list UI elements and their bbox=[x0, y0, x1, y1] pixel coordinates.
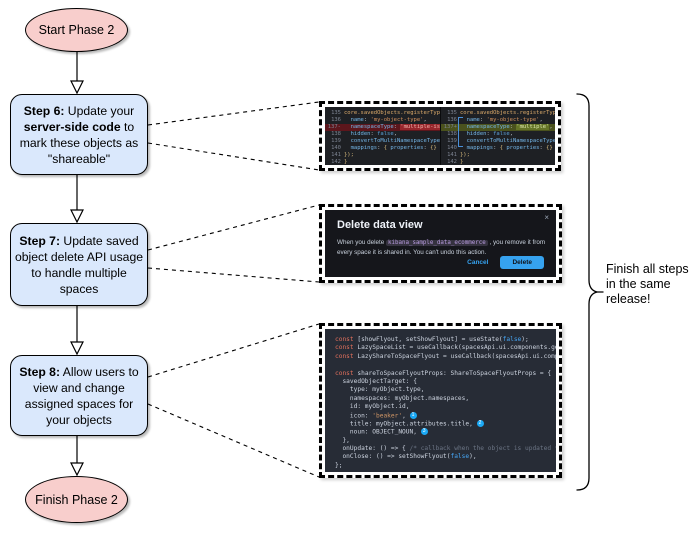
code-line: const LazySpaceList = useCallback(spaces… bbox=[335, 344, 556, 352]
start-node: Start Phase 2 bbox=[25, 8, 128, 52]
start-label: Start Phase 2 bbox=[38, 23, 115, 37]
modal-footer: Cancel Delete bbox=[467, 256, 544, 269]
diff-row: 141}); bbox=[331, 152, 354, 158]
screenshot-flyout-code: const [showFlyout, setShowFlyout] = useS… bbox=[319, 323, 562, 478]
code-line: type: myObject.type, bbox=[335, 386, 425, 394]
diff-row: 138 hidden: false, bbox=[447, 131, 513, 137]
step-6-label: Step 6: Update your server-side code to … bbox=[19, 103, 139, 166]
screenshot-delete-modal: Delete data view × When you delete kiban… bbox=[319, 204, 562, 283]
code-line: savedObjectTarget: { bbox=[335, 377, 417, 385]
diff-row: 139 convertToMultiNamespaceTypeVersion: bbox=[331, 138, 440, 144]
projection-lines bbox=[147, 101, 320, 478]
step-7-label: Step 7: Update saved object delete API u… bbox=[14, 233, 144, 296]
code-line: onUpdate: () => { /* callback when the o… bbox=[335, 445, 556, 453]
code-line: noun: OBJECT_NOUN, 3 bbox=[335, 428, 556, 436]
release-note: Finish all steps in the same release! bbox=[606, 262, 689, 306]
code-line: icon: 'beaker', 1 bbox=[335, 411, 556, 420]
diff-row: 139 convertToMultiNamespaceTypeVersion: bbox=[447, 138, 555, 144]
code-line: id: myObject.id, bbox=[335, 403, 410, 411]
callout-badge: 2 bbox=[476, 419, 484, 427]
diff-row: 141}); bbox=[447, 152, 470, 158]
modal-body: When you delete kibana_sample_data_ecomm… bbox=[337, 238, 555, 258]
diff-row: 136 name: 'my-object-type', bbox=[331, 117, 427, 123]
code-line: }, bbox=[335, 436, 350, 444]
finish-label: Finish Phase 2 bbox=[35, 492, 118, 507]
code-line: onClose: () => setShowFlyout(false), bbox=[335, 453, 477, 461]
modal-body-text-before: When you delete bbox=[337, 239, 387, 246]
code-line: const shareToSpaceFlyoutProps: ShareToSp… bbox=[335, 369, 552, 377]
code-line: const [showFlyout, setShowFlyout] = useS… bbox=[335, 336, 529, 343]
step-6-box: Step 6: Update your server-side code to … bbox=[10, 94, 148, 175]
finish-node: Finish Phase 2 bbox=[25, 476, 128, 523]
data-view-name-code: kibana_sample_data_ecommerce bbox=[386, 240, 488, 246]
arrowheads bbox=[70, 80, 84, 477]
diff-row: 138 hidden: false, bbox=[331, 131, 397, 137]
diff-selection-bracket bbox=[458, 117, 463, 147]
diff-row: 136 name: 'my-object-type', bbox=[447, 117, 543, 123]
diff-row: 140 mappings: { properties: {} }, bbox=[447, 145, 553, 151]
diff-row: 137+ namespaceType: 'multiple', bbox=[441, 124, 555, 131]
code-line bbox=[335, 361, 556, 369]
curly-brace bbox=[576, 93, 604, 491]
delete-data-view-modal: Delete data view × When you delete kiban… bbox=[325, 210, 556, 277]
modal-title: Delete data view bbox=[337, 219, 423, 231]
code-line: }; bbox=[335, 461, 343, 469]
code-line: namespaces: myObject.namespaces, bbox=[335, 394, 470, 402]
modal-body-text-after: , you remove it from every space it is s… bbox=[337, 239, 546, 256]
diff-row: 140 mappings: { properties: {} }, bbox=[331, 145, 437, 151]
diff-row: 142} bbox=[447, 159, 464, 165]
step-7-box: Step 7: Update saved object delete API u… bbox=[10, 223, 148, 306]
code-line: title: myObject.attributes.title, 2 bbox=[335, 419, 556, 428]
diff-row: 142} bbox=[331, 159, 348, 165]
flyout-code-block: const [showFlyout, setShowFlyout] = useS… bbox=[325, 329, 556, 472]
callout-badge: 3 bbox=[420, 428, 428, 436]
diff-row: 137- namespaceType: 'multiple-isolated', bbox=[325, 124, 440, 131]
cancel-button[interactable]: Cancel bbox=[467, 259, 489, 266]
step-8-box: Step 8: Allow users to view and change a… bbox=[10, 355, 148, 436]
step-8-label: Step 8: Allow users to view and change a… bbox=[19, 364, 139, 427]
code-line: const LazyShareToSpaceFlyout = useCallba… bbox=[335, 352, 556, 360]
close-icon[interactable]: × bbox=[544, 213, 549, 222]
callout-badge: 1 bbox=[409, 411, 417, 419]
delete-button[interactable]: Delete bbox=[500, 256, 544, 269]
